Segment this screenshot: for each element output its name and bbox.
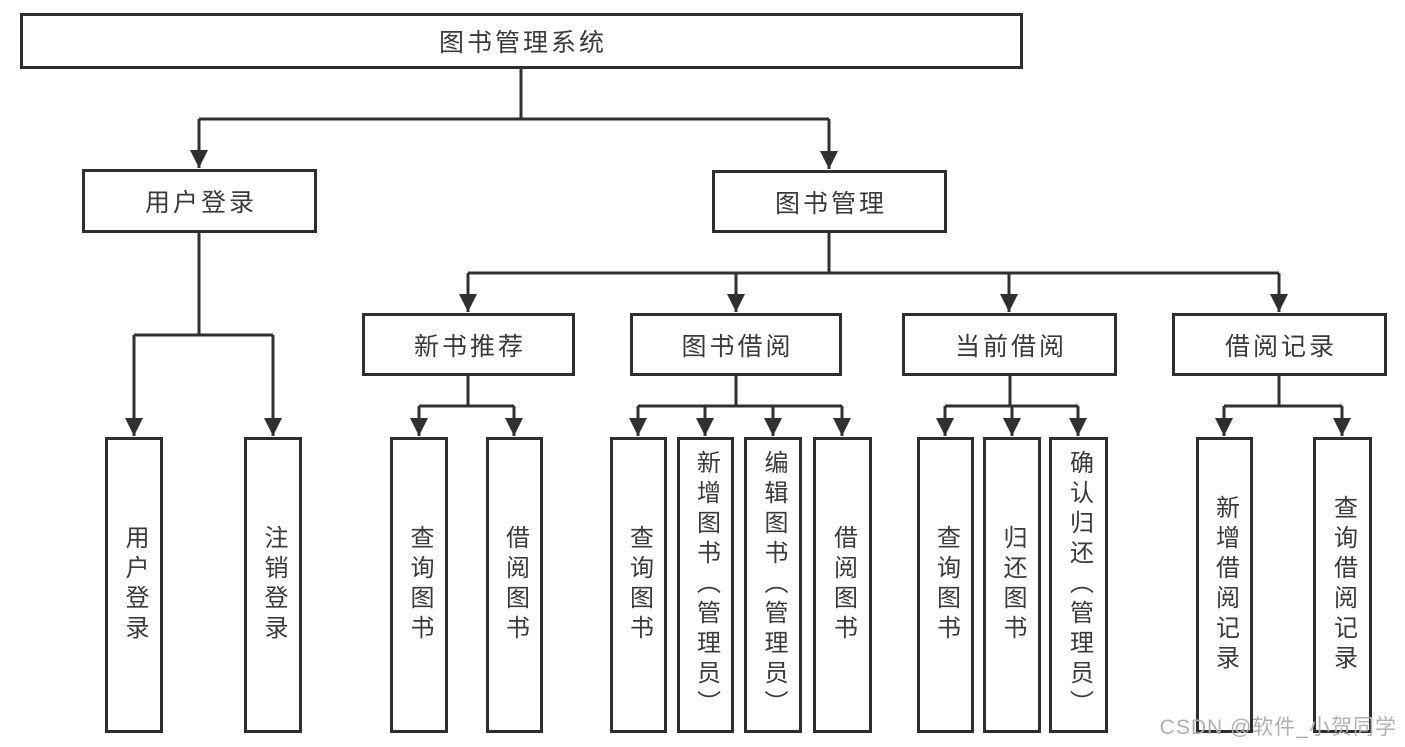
- node-book-borrow-label: 图书借阅: [681, 332, 794, 361]
- leaf-newbook-borrow: 借阅图书: [486, 437, 543, 733]
- leaf-current-query: 查询图书: [917, 437, 974, 733]
- leaf-borrow-book-label: 借阅图书: [829, 525, 857, 645]
- node-current-borrow-label: 当前借阅: [954, 332, 1067, 361]
- leaf-current-return: 归还图书: [983, 437, 1041, 733]
- leaf-newbook-query-label: 查询图书: [406, 525, 433, 645]
- node-book-management-label: 图书管理: [774, 189, 887, 218]
- leaf-current-query-label: 查询图书: [932, 525, 960, 645]
- leaf-record-query: 查询借阅记录: [1313, 437, 1372, 733]
- leaf-borrow-edit-book: 编辑图书（管理员）: [744, 437, 802, 733]
- leaf-newbook-borrow-label: 借阅图书: [501, 525, 529, 645]
- node-root: 图书管理系统: [20, 13, 1023, 69]
- leaf-borrow-add-book: 新增图书（管理员）: [677, 437, 734, 733]
- leaf-borrow-query: 查询图书: [610, 437, 667, 733]
- leaf-borrow-edit-book-label: 编辑图书（管理员）: [760, 450, 787, 720]
- leaf-user-login-label: 用户登录: [121, 525, 148, 645]
- node-root-label: 图书管理系统: [438, 29, 607, 57]
- leaf-logout: 注销登录: [244, 437, 302, 733]
- node-user-login: 用户登录: [82, 169, 317, 233]
- leaf-borrow-book: 借阅图书: [813, 437, 872, 733]
- leaf-record-add-label: 新增借阅记录: [1211, 495, 1239, 675]
- leaf-logout-label: 注销登录: [260, 525, 287, 645]
- node-new-book-recommend: 新书推荐: [362, 313, 575, 376]
- leaf-user-login: 用户登录: [105, 437, 163, 733]
- node-user-login-label: 用户登录: [144, 189, 257, 217]
- leaf-current-confirm-return-label: 确认归还（管理员）: [1065, 450, 1093, 720]
- leaf-newbook-query: 查询图书: [390, 437, 448, 733]
- node-borrow-records: 借阅记录: [1172, 313, 1387, 376]
- leaf-borrow-query-label: 查询图书: [625, 525, 653, 645]
- leaf-borrow-add-book-label: 新增图书（管理员）: [692, 450, 720, 720]
- node-borrow-records-label: 借阅记录: [1224, 332, 1337, 361]
- leaf-record-query-label: 查询借阅记录: [1329, 495, 1357, 675]
- leaf-record-add: 新增借阅记录: [1196, 437, 1253, 733]
- node-new-book-recommend-label: 新书推荐: [413, 332, 526, 361]
- node-book-management: 图书管理: [712, 170, 947, 233]
- leaf-current-return-label: 归还图书: [999, 525, 1026, 645]
- node-current-borrow: 当前借阅: [902, 313, 1117, 376]
- leaf-current-confirm-return: 确认归还（管理员）: [1049, 437, 1108, 733]
- node-book-borrow: 图书借阅: [630, 313, 842, 376]
- csdn-watermark: CSDN @软件_小贺同学: [1159, 716, 1397, 739]
